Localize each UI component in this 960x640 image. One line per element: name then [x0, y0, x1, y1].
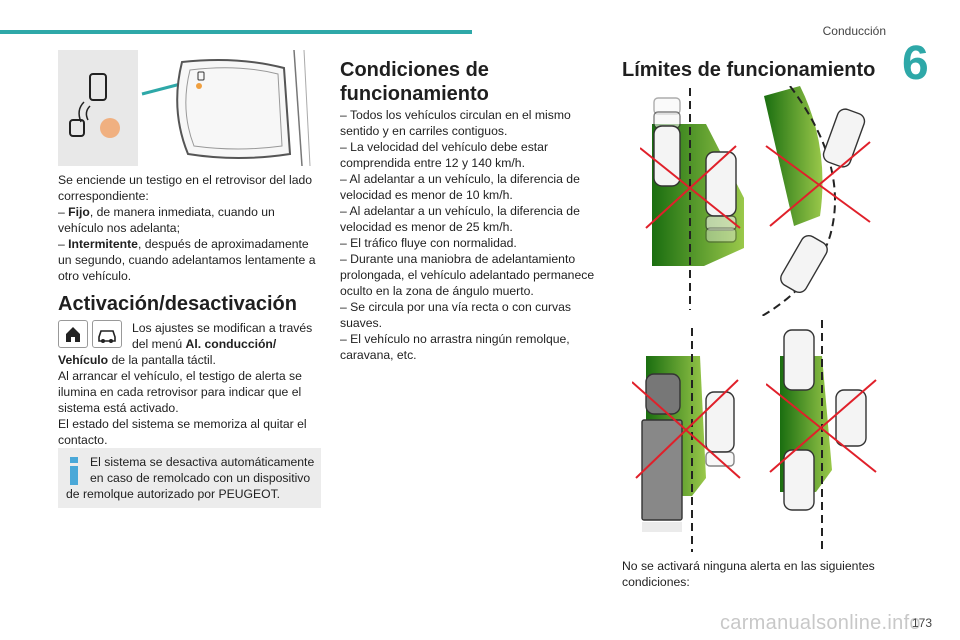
info-line: en caso de remolcado con un dispositivo — [90, 471, 311, 485]
settings-text: Los ajustes se modifican a través del me… — [132, 320, 322, 352]
condition-line: prolongada, el vehículo adelantado perma… — [340, 268, 595, 282]
para-line: Al arrancar el vehículo, el testigo de a… — [58, 369, 302, 383]
settings-line: del menú Al. conducción/ — [132, 336, 322, 352]
limit-figure-truck — [632, 328, 741, 552]
blink-text-cont: un segundo, cuando adelantamos lentament… — [58, 253, 316, 267]
limits-heading: Límites de funcionamiento — [622, 59, 876, 81]
blink-item: – Intermitente, después de aproximadamen… — [58, 237, 309, 251]
conditions-heading: Condiciones de funcionamiento — [340, 58, 600, 106]
left-column: Se enciende un testigo en el retrovisor … — [58, 172, 323, 284]
condition-line: velocidad es menor de 25 km/h. — [340, 220, 513, 234]
limits-caption: No se activará ninguna alerta en las sig… — [622, 558, 902, 590]
conditions-list: – Todos los vehículos circulan en el mis… — [340, 107, 605, 363]
condition-line: sentido y en carriles contiguos. — [340, 124, 508, 138]
conditions-title-line: Condiciones de — [340, 59, 489, 81]
menu-name: Vehículo — [58, 353, 109, 367]
condition-line: – Durante una maniobra de adelantamiento — [340, 252, 576, 266]
settings-text-part: del menú — [132, 337, 186, 351]
menu-name: Al. conducción/ — [185, 337, 277, 351]
info-box: El sistema se desactiva automáticamente … — [58, 448, 321, 508]
blink-text-cont: otro vehículo. — [58, 269, 132, 283]
condition-line: – El tráfico fluye con normalidad. — [340, 236, 517, 250]
mirror-warning-illustration — [58, 50, 311, 166]
limit-figure-following — [766, 320, 877, 550]
condition-line: comprendida entre 12 y 140 km/h. — [340, 156, 525, 170]
chapter-number: 6 — [902, 37, 929, 90]
page-number: 173 — [912, 616, 933, 630]
info-text-last: de remolque autorizado por PEUGEOT. — [66, 486, 316, 502]
settings-line: Los ajustes se modifican a través — [132, 321, 313, 335]
para-line: contacto. — [58, 433, 108, 447]
fixed-text: , de manera inmediata, cuando un — [89, 205, 275, 219]
info-line: El sistema se desactiva automáticamente — [90, 455, 315, 469]
mirror-text-line: correspondiente: — [58, 189, 149, 203]
info-line: de remolque autorizado por PEUGEOT. — [66, 487, 281, 501]
condition-line: velocidad es menor de 10 km/h. — [340, 188, 513, 202]
limit-figure-curve — [761, 86, 871, 316]
condition-line: caravana, etc. — [340, 348, 417, 362]
condition-line: oculto en la zona de ángulo muerto. — [340, 284, 534, 298]
settings-text-part: de la pantalla táctil. — [108, 353, 216, 367]
blink-text: , después de aproximadamente — [137, 237, 309, 251]
blink-label: Intermitente — [68, 237, 138, 251]
condition-line: – Se circula por una vía recta o con cur… — [340, 300, 572, 314]
activation-text: Vehículo de la pantalla táctil. Al arran… — [58, 352, 323, 448]
para-line: ilumina en cada retrovisor para indicar … — [58, 385, 302, 399]
limit-figure-straight — [640, 88, 744, 310]
header-accent-bar — [0, 30, 472, 34]
condition-line: – La velocidad del vehículo debe estar — [340, 140, 549, 154]
info-icon — [70, 457, 78, 485]
para-line: sistema está activado. — [58, 401, 179, 415]
caption-line: No se activará ninguna alerta en las sig… — [622, 559, 875, 573]
info-text: El sistema se desactiva automáticamente … — [90, 454, 318, 486]
settings-line: Vehículo de la pantalla táctil. — [58, 352, 323, 368]
fixed-text-cont: vehículo nos adelanta; — [58, 221, 180, 235]
condition-line: – Al adelantar a un vehículo, la diferen… — [340, 172, 580, 186]
condition-line: – El vehículo no arrastra ningún remolqu… — [340, 332, 570, 346]
condition-line: suaves. — [340, 316, 383, 330]
home-icon — [58, 320, 88, 348]
fixed-item: – Fijo, de manera inmediata, cuando un — [58, 205, 275, 219]
caption-line: condiciones: — [622, 575, 690, 589]
car-settings-icon — [92, 320, 122, 348]
mirror-text-line: Se enciende un testigo en el retrovisor … — [58, 173, 313, 187]
activation-heading: Activación/desactivación — [58, 293, 297, 315]
fixed-label: Fijo — [68, 205, 90, 219]
para-line: El estado del sistema se memoriza al qui… — [58, 417, 307, 431]
condition-line: – Todos los vehículos circulan en el mis… — [340, 108, 571, 122]
watermark: carmanualsonline.info — [720, 612, 921, 634]
settings-icons — [58, 320, 128, 348]
conditions-title-line: funcionamiento — [340, 83, 489, 105]
section-title: Conducción — [822, 24, 886, 38]
condition-line: – Al adelantar a un vehículo, la diferen… — [340, 204, 580, 218]
